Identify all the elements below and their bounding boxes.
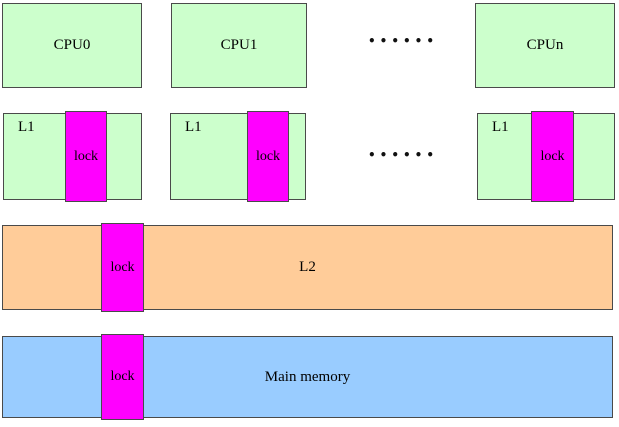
ellipsis-dots-l1-row: ••••••: [368, 148, 439, 162]
l2-lock-label: lock: [110, 259, 135, 275]
l2-cache-box: L2 lock: [2, 223, 613, 312]
l1-lock-label-0: lock: [73, 148, 99, 164]
main-memory-lock-region: lock: [101, 334, 144, 420]
main-memory-box: Main memory lock: [2, 334, 613, 420]
l1-lock-region-1: lock: [247, 111, 289, 202]
l1-label-n: L1: [492, 119, 509, 135]
l1-lock-label-1: lock: [255, 148, 281, 164]
l1-lock-label-n: lock: [540, 148, 565, 164]
l1-lock-region-n: lock: [531, 111, 574, 202]
l2-lock-region: lock: [101, 223, 144, 312]
l1-label-1: L1: [185, 119, 202, 135]
l2-label: L2: [299, 259, 316, 275]
cpun-label: CPUn: [526, 37, 564, 53]
l1-cache-box-n: L1 lock: [477, 111, 615, 202]
cpu1-box: CPU1: [171, 3, 307, 88]
l1-label-0: L1: [18, 119, 35, 135]
cpu0-box: CPU0: [2, 3, 142, 88]
l1-cache-box-1: L1 lock: [170, 111, 306, 202]
ellipsis-dots-cpu-row: ••••••: [368, 34, 439, 48]
main-memory-lock-label: lock: [110, 369, 135, 384]
main-memory-label: Main memory: [264, 368, 351, 385]
cpu1-label: CPU1: [220, 37, 258, 53]
l1-cache-box-0: L1 lock: [3, 111, 142, 202]
l1-lock-region-0: lock: [65, 111, 107, 202]
cpu0-label: CPU0: [53, 37, 91, 53]
cpun-box: CPUn: [475, 3, 615, 88]
